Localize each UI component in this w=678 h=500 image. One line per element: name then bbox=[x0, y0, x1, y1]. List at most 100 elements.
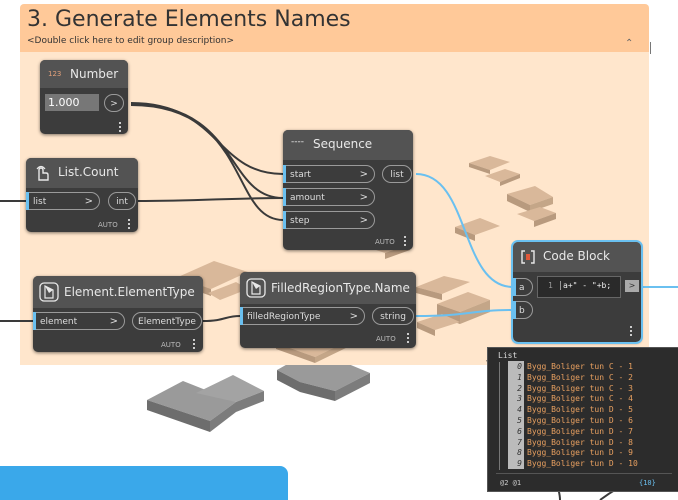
number-node-badge: 123 bbox=[48, 70, 62, 78]
filled-region-name-input-arrow: > bbox=[349, 311, 358, 322]
element-type-node-title: Element.ElementType bbox=[64, 285, 195, 299]
number-node-menu-icon[interactable] bbox=[119, 122, 122, 134]
code-block-input-b[interactable]: b bbox=[513, 301, 533, 319]
sequence-node-badge: ---- bbox=[291, 137, 304, 147]
list-count-hand-icon bbox=[36, 165, 49, 181]
sequence-node-title: Sequence bbox=[313, 137, 373, 151]
list-item-index: 5 bbox=[508, 415, 524, 426]
sequence-output-list[interactable]: list bbox=[382, 165, 412, 183]
filled-region-name-input[interactable]: filledRegionType > bbox=[240, 307, 365, 325]
list-count-node-menu-icon[interactable] bbox=[128, 219, 131, 231]
sequence-node-menu-icon[interactable] bbox=[404, 236, 407, 248]
list-item-value: Bygg_Boliger tun C - 1 bbox=[527, 362, 633, 371]
element-type-output[interactable]: ElementType bbox=[132, 312, 202, 330]
code-block-editor[interactable]: 1 a+" - "+b; bbox=[537, 276, 621, 298]
sequence-node[interactable]: ---- Sequence start > amount > step > li… bbox=[283, 130, 413, 250]
element-type-node[interactable]: Element.ElementType element > ElementTyp… bbox=[33, 276, 203, 352]
number-value-input[interactable]: 1.000 bbox=[45, 94, 99, 111]
code-block-line-number: 1 bbox=[548, 281, 553, 290]
filled-region-name-node-header[interactable]: FilledRegionType.Name bbox=[240, 272, 416, 304]
filled-region-name-lacing-label: AUTO bbox=[376, 335, 396, 343]
list-item-value: Bygg_Boliger tun C - 3 bbox=[527, 383, 633, 393]
number-output-port[interactable]: > bbox=[104, 94, 124, 112]
code-block-input-a[interactable]: a bbox=[513, 278, 533, 296]
group-description[interactable]: <Double click here to edit group descrip… bbox=[27, 36, 235, 46]
list-count-input-arrow: > bbox=[84, 196, 93, 207]
code-block-output-port[interactable]: > bbox=[625, 280, 639, 292]
sequence-input-start[interactable]: start > bbox=[283, 165, 375, 183]
sequence-lacing-label: AUTO bbox=[375, 238, 395, 246]
group-title[interactable]: 3. Generate Elements Names bbox=[27, 7, 351, 32]
list-count-input-label: list bbox=[33, 197, 47, 207]
list-count-output-int[interactable]: int bbox=[108, 192, 136, 210]
list-count-node-title: List.Count bbox=[58, 165, 119, 179]
list-item-index: 7 bbox=[508, 436, 524, 448]
sequence-input-step[interactable]: step > bbox=[283, 211, 375, 229]
element-type-input-arrow: > bbox=[109, 316, 118, 327]
list-item-index: 1 bbox=[508, 371, 524, 383]
list-item-value: Bygg_Boliger tun C - 2 bbox=[527, 372, 633, 382]
number-node-title: Number bbox=[70, 67, 119, 81]
list-count-lacing-label: AUTO bbox=[98, 221, 118, 229]
list-count-node[interactable]: List.Count list > int AUTO bbox=[26, 158, 138, 232]
sequence-input-amount[interactable]: amount > bbox=[283, 188, 375, 206]
element-type-node-menu-icon[interactable] bbox=[193, 339, 196, 351]
code-block-node[interactable]: Code Block a b 1 a+" - "+b; > bbox=[511, 240, 643, 344]
list-count-input-list[interactable]: list > bbox=[26, 192, 100, 210]
list-count-node-header[interactable]: List.Count bbox=[26, 158, 138, 188]
list-item-index: 2 bbox=[508, 382, 524, 394]
sequence-input-amount-label: amount bbox=[290, 193, 325, 203]
number-node[interactable]: 123 Number 1.000 > bbox=[40, 60, 128, 134]
list-item-index: 0 bbox=[508, 361, 524, 372]
sequence-input-amount-arrow: > bbox=[359, 192, 368, 203]
sequence-input-step-label: step bbox=[290, 216, 310, 226]
sequence-input-start-arrow: > bbox=[359, 169, 368, 180]
group-resize-mark bbox=[650, 42, 651, 54]
group-header[interactable]: 3. Generate Elements Names <Double click… bbox=[20, 4, 651, 54]
element-type-input-label: element bbox=[40, 317, 78, 327]
code-block-node-menu-icon[interactable] bbox=[630, 326, 633, 338]
sequence-node-header[interactable]: ---- Sequence bbox=[283, 130, 413, 160]
filled-region-name-output-string[interactable]: string bbox=[372, 307, 414, 325]
filled-region-name-node-menu-icon[interactable] bbox=[407, 333, 410, 345]
list-item-index: 6 bbox=[508, 425, 524, 437]
filled-region-name-node-title: FilledRegionType.Name bbox=[271, 281, 410, 295]
element-type-node-header[interactable]: Element.ElementType bbox=[33, 276, 203, 308]
preview-tree-line bbox=[499, 362, 500, 470]
list-item-value: Bygg_Boliger tun D - 9 bbox=[527, 448, 633, 458]
list-item-value: Bygg_Boliger tun D - 7 bbox=[527, 426, 633, 436]
filled-region-name-input-label: filledRegionType bbox=[247, 312, 321, 322]
list-item-value: Bygg_Boliger tun D - 10 bbox=[527, 459, 638, 469]
list-item-index: 4 bbox=[508, 404, 524, 416]
preview-list-levels: @2 @1 bbox=[500, 479, 522, 487]
revit-filled-region-icon bbox=[246, 278, 266, 298]
element-type-input-element[interactable]: element > bbox=[33, 312, 125, 330]
code-block-code[interactable]: a+" - "+b; bbox=[560, 281, 611, 290]
list-item-index: 8 bbox=[508, 447, 524, 459]
preview-item-count: {10} bbox=[639, 479, 656, 487]
collapse-group-button[interactable]: ⌃ bbox=[625, 38, 634, 49]
element-type-lacing-label: AUTO bbox=[161, 341, 181, 349]
list-item-index: 9 bbox=[508, 458, 524, 470]
list-item-value: Bygg_Boliger tun D - 6 bbox=[527, 416, 633, 425]
code-block-node-title: Code Block bbox=[543, 249, 610, 263]
revit-element-icon bbox=[39, 282, 59, 302]
filled-region-name-node[interactable]: FilledRegionType.Name filledRegionType >… bbox=[240, 272, 416, 348]
code-block-node-header[interactable]: Code Block bbox=[513, 242, 641, 272]
list-item-value: Bygg_Boliger tun D - 8 bbox=[527, 437, 633, 447]
number-node-header[interactable]: 123 Number bbox=[40, 60, 128, 88]
list-item-index: 3 bbox=[508, 393, 524, 405]
preview-bottom-rule bbox=[496, 473, 672, 474]
sequence-input-start-label: start bbox=[290, 170, 311, 180]
